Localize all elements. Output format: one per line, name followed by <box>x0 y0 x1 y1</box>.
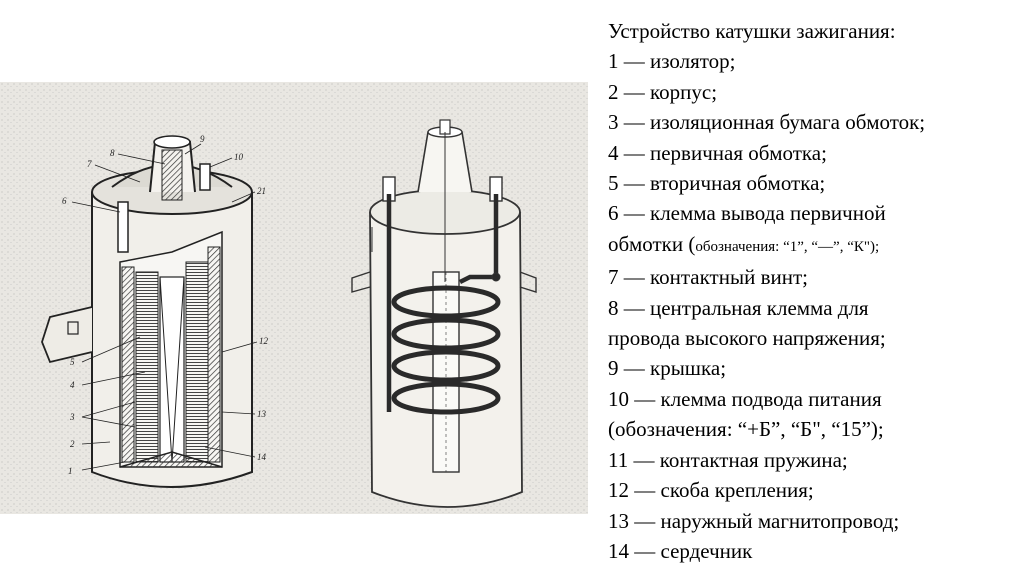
ignition-coil-figure: 1 2 3 4 5 6 7 8 9 10 21 12 13 14 <box>0 82 588 514</box>
callout-21: 21 <box>257 186 266 196</box>
legend-item-10-continued: (обозначения: “+Б”, “Б", “15”); <box>608 417 884 442</box>
legend-item-4: 4 — первичная обмотка; <box>608 140 827 165</box>
legend-item-11: 11 — контактная пружина; <box>608 447 848 472</box>
callout-2: 2 <box>70 439 75 449</box>
legend-title: Устройство катушки зажигания: <box>608 19 896 43</box>
legend-item-6: 6 — клемма вывода первичной <box>608 201 886 226</box>
callout-12: 12 <box>259 336 269 346</box>
legend-item-6-designations: обозначения: “1”, “—”, “К"); <box>695 238 880 255</box>
callout-6: 6 <box>62 196 67 206</box>
legend-item-2: 2 — корпус; <box>608 79 718 104</box>
callout-10: 10 <box>234 152 244 162</box>
legend-item-6-continued: обмотки (обозначения: “1”, “—”, “К"); <box>608 229 1018 262</box>
legend-item-8: 8 — центральная клемма для <box>608 295 869 320</box>
callout-13: 13 <box>257 409 267 419</box>
legend-item-7: 7 — контактный винт; <box>608 265 808 290</box>
legend-item-9: 9 — крышка; <box>608 356 727 381</box>
callout-3: 3 <box>69 412 75 422</box>
coil-cutaway-drawing <box>41 135 258 488</box>
legend-item-14: 14 — сердечник <box>608 538 753 563</box>
callout-4: 4 <box>70 380 75 390</box>
callout-7: 7 <box>87 159 92 169</box>
callout-8: 8 <box>110 148 115 158</box>
legend-item-12: 12 — скоба крепления; <box>608 478 814 503</box>
legend-item-5: 5 — вторичная обмотка; <box>608 171 826 196</box>
legend: Устройство катушки зажигания: 1 — изолят… <box>608 16 1018 566</box>
callout-1: 1 <box>68 466 73 476</box>
legend-item-6-text: обмотки ( <box>608 231 696 256</box>
coil-schematic-drawing <box>351 119 537 508</box>
legend-item-13: 13 — наружный магнитопровод; <box>608 508 900 533</box>
legend-item-3: 3 — изоляционная бумага обмоток; <box>608 110 926 135</box>
legend-item-8-continued: провода высокого напряжения; <box>608 326 886 351</box>
callout-9: 9 <box>200 134 205 144</box>
callout-14: 14 <box>257 452 267 462</box>
legend-item-1: 1 — изолятор; <box>608 49 736 74</box>
callout-5: 5 <box>70 357 75 367</box>
coil-callout-numbers: 1 2 3 4 5 6 7 8 9 10 21 12 13 14 <box>62 134 269 476</box>
legend-item-10: 10 — клемма подвода питания <box>608 386 882 411</box>
